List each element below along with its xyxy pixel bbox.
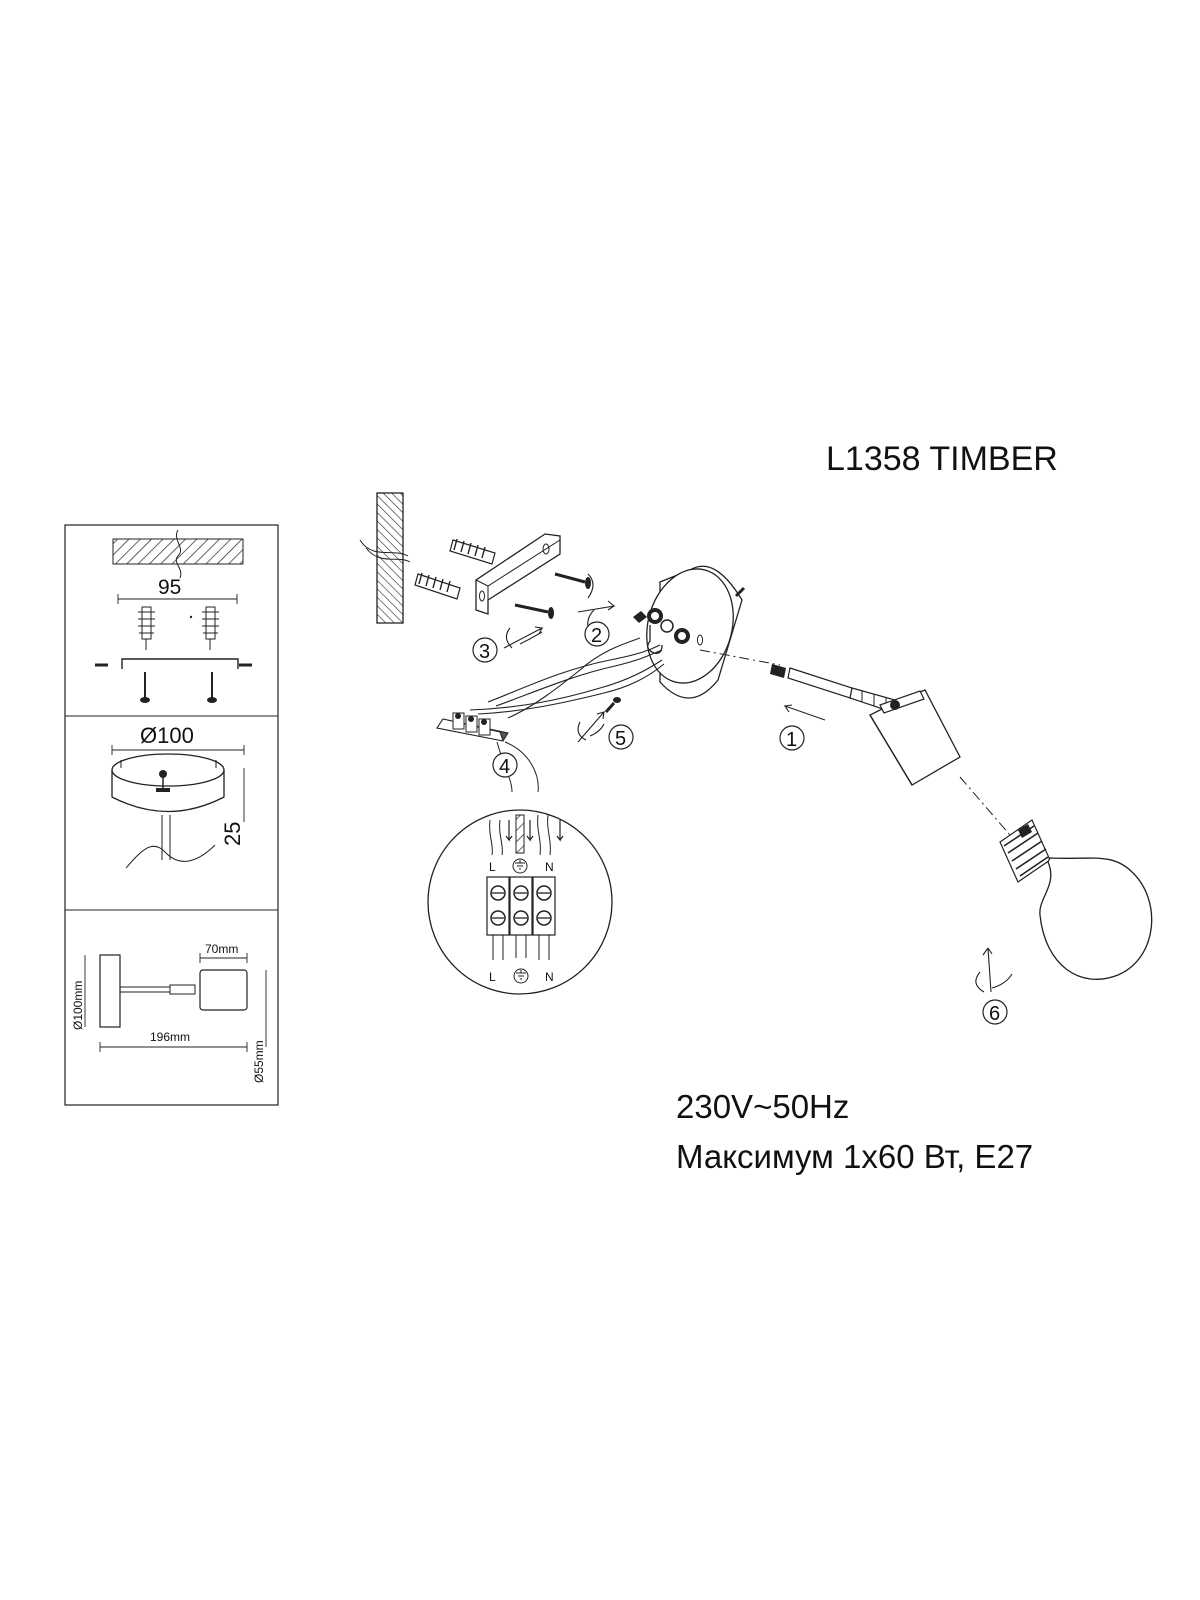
wall-bracket — [475, 533, 561, 615]
wall-wire — [359, 539, 409, 557]
dimension-95-label: 95 — [158, 576, 181, 599]
length-label: 196mm — [150, 1030, 190, 1044]
canopy-cable — [125, 844, 216, 869]
left-panel-frame — [64, 524, 279, 1106]
rotate-arrow-icon — [975, 947, 1013, 993]
svg-text:3: 3 — [479, 641, 490, 663]
wires — [469, 637, 665, 719]
terminal-block — [436, 712, 509, 742]
shade-width-label: 70mm — [205, 942, 238, 956]
dimension-figure: 70mm Ø100mm 196mm Ø55mm — [71, 942, 267, 1083]
rotate-arrow-icon — [577, 573, 616, 635]
svg-text:6: 6 — [989, 1003, 1000, 1025]
svg-text:5: 5 — [615, 728, 626, 750]
wiring-detail: L N — [427, 809, 613, 995]
bracket-screw-top — [554, 572, 591, 589]
arrow-down-icon — [556, 820, 564, 842]
side-shade — [199, 969, 248, 1011]
step-badge-4: 4 — [492, 752, 518, 778]
side-canopy — [99, 954, 121, 1028]
shade-diameter-label: Ø55mm — [252, 1040, 266, 1083]
model-title: L1358 TIMBER — [826, 440, 1058, 478]
earth-icon — [512, 858, 528, 874]
height-label: Ø100mm — [71, 981, 85, 1030]
bracket-screw-bottom — [514, 603, 554, 619]
hex-nut — [633, 611, 647, 623]
dowel-left — [138, 606, 155, 650]
voltage-spec: 230V~50Hz — [676, 1088, 850, 1125]
max-power-spec: Максимум 1x60 Вт, E27 — [676, 1138, 1034, 1175]
mounting-bracket — [121, 658, 239, 669]
canopy-body — [111, 770, 225, 813]
bulb-glass — [1039, 857, 1153, 980]
canopy-screw — [159, 770, 167, 778]
ceiling-mount-figure: 95 — [95, 529, 252, 703]
terminal-l — [486, 876, 510, 936]
rotate-arrow-icon — [503, 626, 544, 649]
small-screw — [604, 697, 621, 713]
rotate-arrow-icon — [577, 710, 606, 743]
canopy-figure: Ø100 25 — [111, 723, 245, 869]
terminal-n — [532, 876, 556, 936]
svg-text:1: 1 — [786, 729, 797, 751]
lamp-arm — [770, 664, 896, 713]
step-badge-5: 5 — [608, 724, 634, 750]
canopy-height-label: 25 — [220, 822, 245, 846]
step-badge-6: 6 — [982, 999, 1008, 1025]
svg-text:4: 4 — [499, 756, 510, 778]
dowel-right — [202, 606, 219, 650]
wall-dowel-bottom — [414, 572, 461, 600]
light-bulb — [999, 819, 1153, 980]
lamp-shade — [869, 689, 961, 786]
left-panel: 95 — [64, 524, 279, 1106]
wall-screw-left — [140, 672, 150, 703]
terminal-label-neutral-bottom: N — [545, 970, 554, 984]
terminal-label-neutral-top: N — [545, 860, 554, 874]
canopy-top-screw — [734, 586, 746, 598]
step-badge-3: 3 — [472, 637, 498, 663]
arrow-down-icon — [505, 820, 513, 842]
wall-screw-right — [207, 672, 217, 703]
canopy-diameter-label: Ø100 — [140, 723, 194, 748]
arrow-down-icon — [526, 820, 534, 842]
step-badge-1: 1 — [779, 725, 805, 751]
terminal-label-live-top: L — [489, 860, 496, 874]
step-badge-2: 2 — [584, 621, 610, 647]
direction-arrow-icon — [783, 704, 826, 721]
ceiling-wire — [175, 529, 182, 579]
earth-icon — [513, 968, 529, 984]
terminal-label-live-bottom: L — [489, 970, 496, 984]
main-canopy — [633, 565, 746, 699]
exploded-view: L N — [359, 492, 1153, 1025]
svg-text:2: 2 — [591, 625, 602, 647]
wall-dowel-top — [449, 538, 496, 565]
canopy-top — [111, 753, 225, 787]
terminal-earth — [509, 876, 533, 936]
